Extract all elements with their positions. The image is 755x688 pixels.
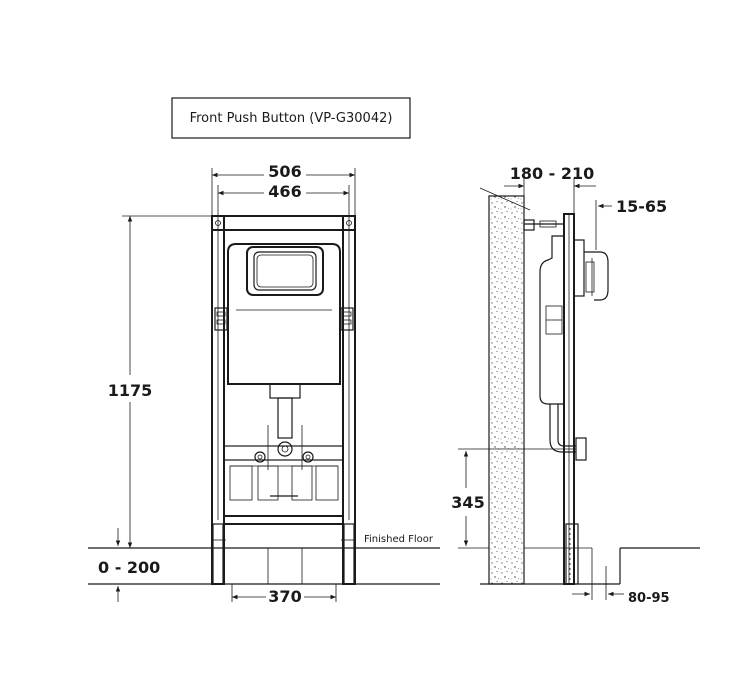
title-box: Front Push Button (VP-G30042) [171,97,411,139]
frame-bottom-bar [223,515,344,525]
flush-pipe [277,397,293,439]
dim-outlet-height: 345 [451,493,484,512]
left-foot [212,523,224,585]
dim-466: 466 [268,182,301,201]
finished-floor-label: Finished Floor [364,534,434,545]
flush-outlet [277,441,293,457]
wall-section [488,195,525,585]
flush-plate [253,251,317,291]
dim-370: 370 [268,587,301,606]
side-view: 180 - 210 15-65 345 80-95 [451,164,700,606]
frame-lower-crossbar [223,445,344,461]
right-foot [343,523,355,585]
side-foot [565,523,579,585]
dim-plate-offset: 15-65 [616,197,667,216]
side-flush-plate [573,239,609,301]
flush-pipe-top [269,383,301,399]
front-view: 506 466 1175 0 - 200 370 Finished Floor [88,162,440,606]
title-text: Front Push Button (VP-G30042) [190,111,393,126]
dim-foot-offset: 80-95 [628,591,670,606]
dim-506: 506 [268,162,301,181]
side-cistern [539,235,565,405]
left-bracket [214,307,228,331]
cistern-outline [227,243,341,385]
right-bracket [340,307,354,331]
dim-1175: 1175 [108,381,153,400]
dim-depth: 180 - 210 [510,164,595,183]
flush-plate-frame [246,246,324,296]
frame-top-bar [211,215,356,231]
dim-floor-range: 0 - 200 [98,558,160,577]
